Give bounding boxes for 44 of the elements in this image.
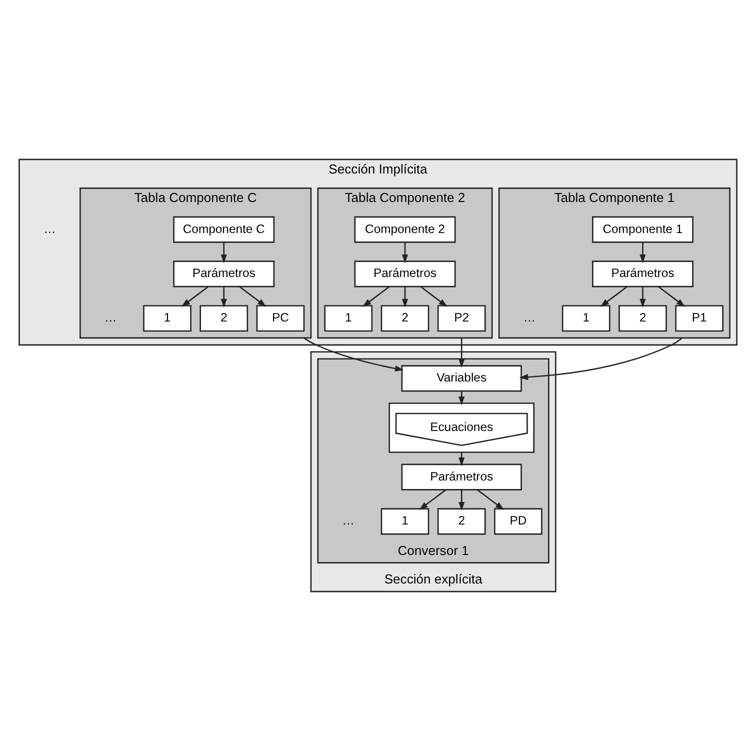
arrow [458,391,465,406]
label: … [104,310,117,325]
node-box: 1 [380,508,430,535]
node-box: 1 [324,305,373,332]
arrow [458,490,465,511]
node-box: Componente 1 [592,216,694,243]
node-box: P2 [437,305,486,332]
label: … [523,310,536,325]
arrow [402,286,408,308]
arrow [458,338,465,368]
arrow [640,286,646,308]
arrow [600,286,628,307]
node-box: Parámetros [592,260,694,288]
arrow [220,242,227,264]
arrow [476,489,504,510]
node-box: 2 [200,305,248,332]
arrow [420,286,448,307]
arrow [402,242,408,264]
node-box: 2 [618,305,667,332]
arrow [419,489,446,510]
node-box: PC [256,305,305,332]
node-box: PD [494,508,542,535]
node-box: Componente C [173,216,275,243]
label: … [342,514,354,528]
arrow [658,286,686,307]
cluster [388,402,535,453]
node-box: Parámetros [173,260,275,288]
arrow [362,286,390,307]
arrow [640,242,646,264]
node-box: 1 [143,305,192,332]
node-box: Variables [401,365,522,392]
node-box: Componente 2 [354,216,456,243]
node-box: 1 [562,305,610,332]
label: … [44,222,56,236]
arrow [239,286,266,307]
node-box: Parámetros [354,260,456,288]
node-box: 2 [380,305,430,332]
arrow [458,452,465,466]
node-box: P1 [675,305,724,332]
node-box: Parámetros [401,464,522,490]
arrow [519,337,682,380]
node-box: 2 [437,508,486,535]
arrow [220,286,227,308]
arrow [181,286,208,307]
